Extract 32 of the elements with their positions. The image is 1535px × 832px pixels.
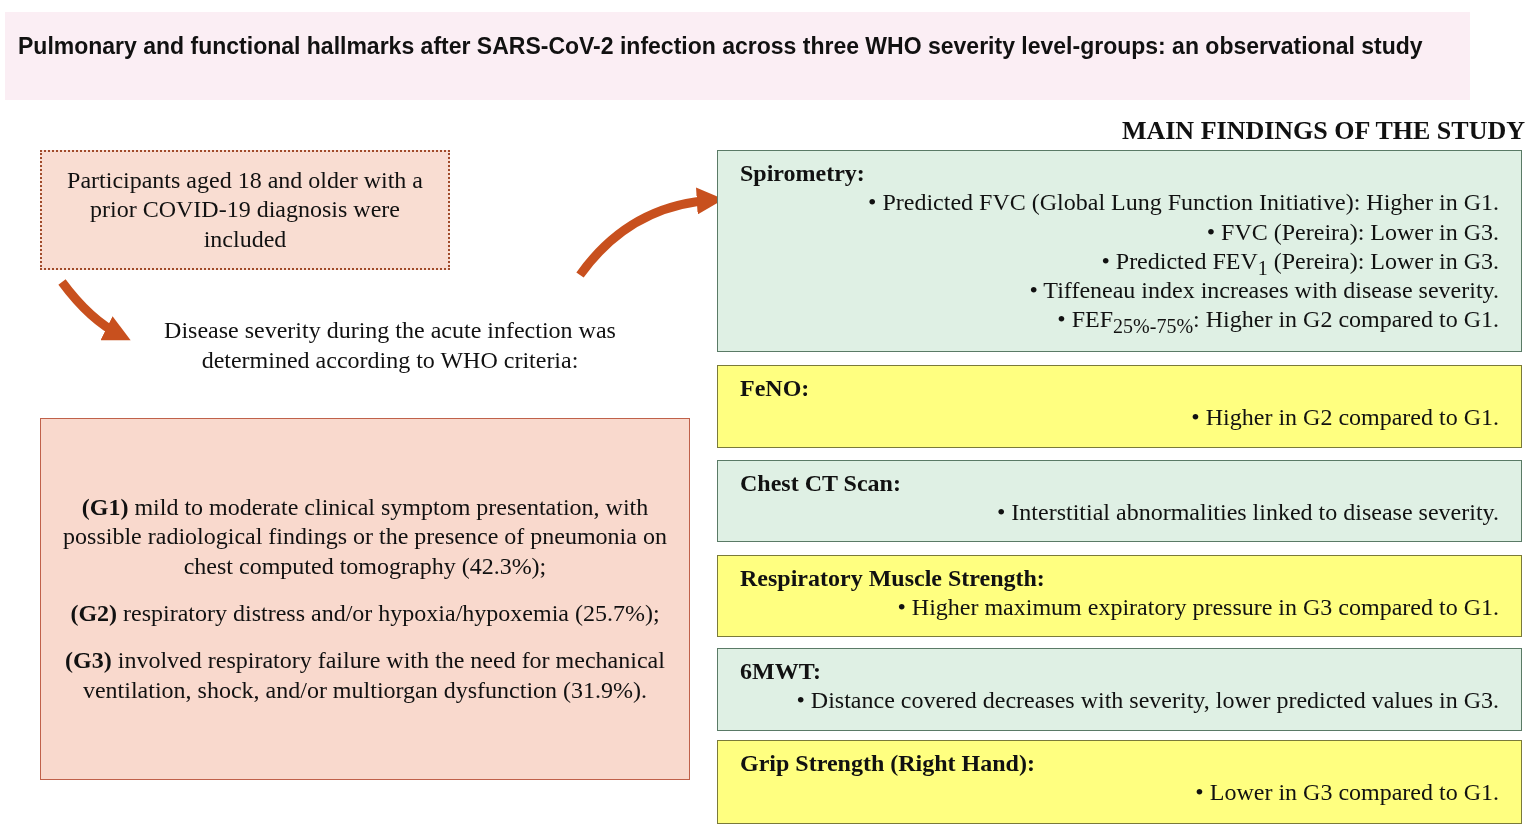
finding-bullet: • Higher maximum expiratory pressure in G3 compared to G1.	[896, 593, 1499, 623]
finding-heading: 6MWT:	[740, 657, 822, 686]
finding-heading: Grip Strength (Right Hand):	[740, 749, 1036, 778]
severity-groups-box	[40, 418, 690, 780]
finding-box	[717, 150, 1522, 352]
finding-box	[717, 555, 1522, 637]
finding-bullet: • Higher in G2 compared to G1.	[1190, 403, 1499, 433]
finding-box	[717, 648, 1522, 731]
finding-bullet: • Predicted FEV$_{1}$ (Pereira): Lower in G3.	[1100, 246, 1499, 277]
title: Pulmonary and functional hallmarks after SARS-CoV-2 infection across three WHO severity level-groups: an observational study	[18, 32, 1424, 61]
finding-bullet: • Distance covered decreases with severity, lower predicted values in G3.	[795, 686, 1499, 716]
finding-box	[717, 365, 1522, 448]
finding-bullet: • Predicted FVC (Global Lung Function Initiative): Higher in G1.	[867, 188, 1499, 218]
finding-box	[717, 460, 1522, 542]
finding-heading: Chest CT Scan:	[740, 469, 902, 498]
finding-bullet: • FVC (Pereira): Lower in G3.	[1205, 217, 1499, 247]
finding-heading: Spirometry:	[740, 159, 866, 188]
severity-group-text: (G2) respiratory distress and/or hypoxia/hypoxemia (25.7%);	[69, 599, 661, 628]
curved-arrow	[58, 279, 131, 341]
inclusion-text: Participants aged 18 and older with a prior COVID-19 diagnosis were included	[66, 166, 424, 254]
section-heading: MAIN FINDINGS OF THE STUDY	[1121, 116, 1525, 146]
finding-heading: FeNO:	[740, 374, 811, 403]
finding-bullet: • Interstitial abnormalities linked to disease severity.	[995, 498, 1499, 528]
finding-bullet: • FEF$_{25%-75%}$: Higher in G2 compared to G1.	[1056, 305, 1499, 335]
inclusion-box	[40, 150, 450, 270]
finding-bullet: • Lower in G3 compared to G1.	[1194, 778, 1499, 808]
severity-text: Disease severity during the acute infection was determined according to WHO criteria:	[163, 316, 617, 375]
severity-group-text: (G1) mild to moderate clinical symptom presentation, with possible radiological findings or the presence of pneumonia on chest computed tomography (42.3%);	[62, 493, 668, 581]
severity-group-text: (G3) involved respiratory failure with the need for mechanical ventilation, shock, and/or multiorgan dysfunction (31.9%).	[64, 646, 666, 705]
finding-bullet: • Tiffeneau index increases with disease severity.	[1028, 276, 1499, 306]
finding-box	[717, 740, 1522, 824]
finding-heading: Respiratory Muscle Strength:	[740, 564, 1046, 593]
